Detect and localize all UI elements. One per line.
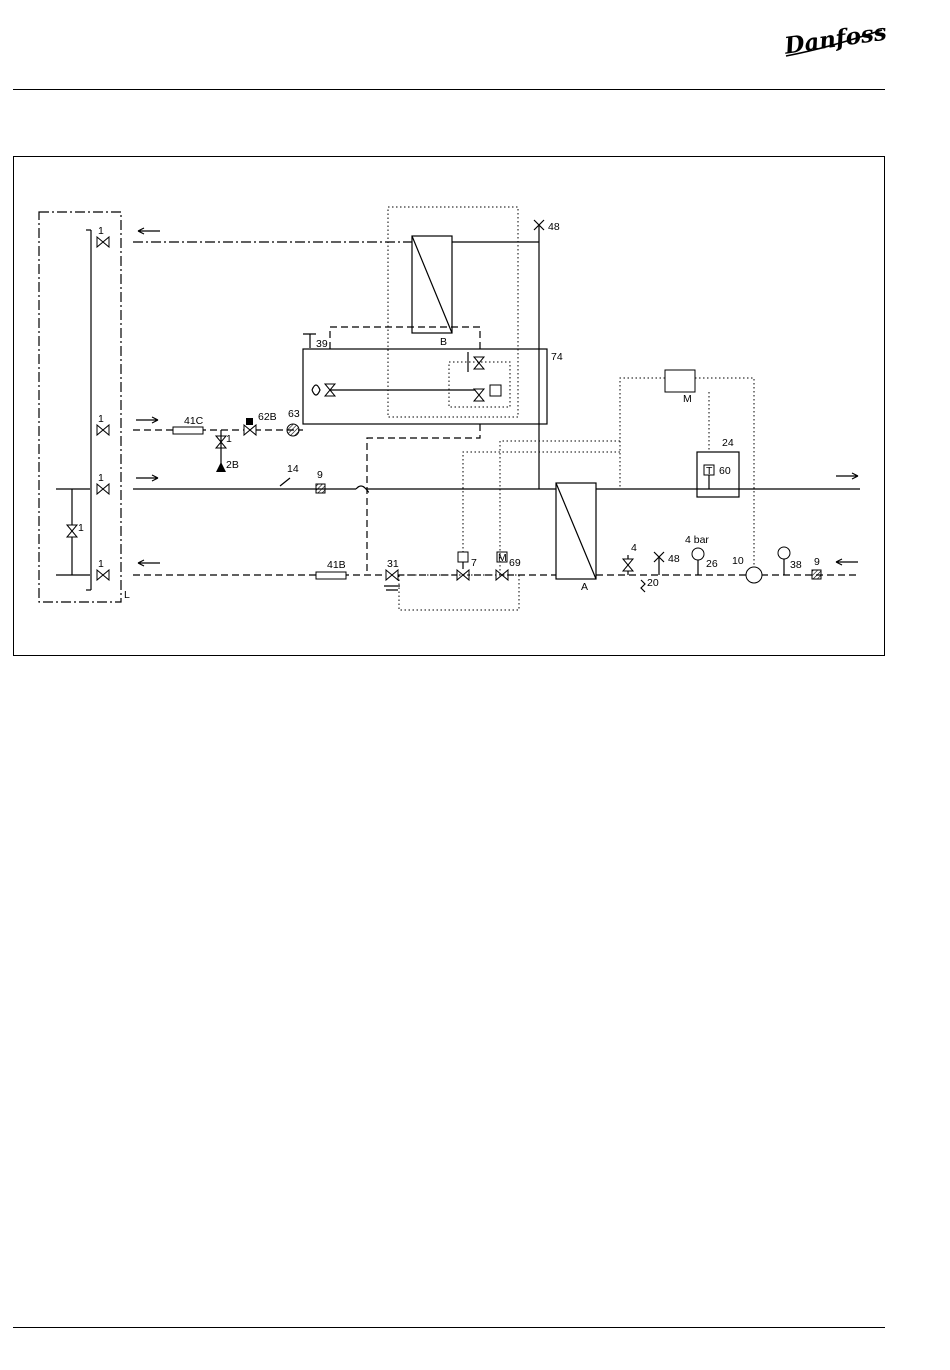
label-valve-1-c: 1 [98, 472, 104, 484]
label-69: 69 [509, 557, 521, 569]
label-74: 74 [551, 351, 563, 363]
label-2b: 2B [226, 459, 239, 471]
label-39: 39 [316, 338, 328, 350]
label-41c: 41C [184, 415, 204, 427]
safety-group: 4 20 48 4 bar 26 10 38 9 [623, 534, 821, 592]
label-valve-1-a: 1 [98, 225, 104, 237]
label-valve-1-b: 1 [98, 413, 104, 425]
label-valve-1-d: 1 [98, 558, 104, 570]
label-48-bottom: 48 [668, 553, 680, 565]
label-m-controller: M [683, 393, 692, 405]
label-b: B [440, 336, 447, 348]
label-14: 14 [287, 463, 299, 475]
label-m-actuator: M [498, 552, 507, 564]
pipe-supply-main: 14 9 [133, 463, 860, 493]
label-valve-1-bypass: 1 [78, 522, 84, 534]
label-41b: 41B [327, 559, 346, 571]
label-4-bar: 4 bar [685, 534, 709, 546]
label-62b: 62B [258, 411, 277, 423]
label-9-supply: 9 [317, 469, 323, 481]
pipe-41c-line: 41C 1 2B 62B 63 [133, 408, 303, 472]
label-26: 26 [706, 558, 718, 570]
flow-arrows [136, 228, 858, 566]
label-a: A [581, 581, 588, 593]
label-l: L [124, 589, 130, 601]
label-10: 10 [732, 555, 744, 567]
building-block-l: 1 L [39, 212, 130, 602]
label-24: 24 [722, 437, 734, 449]
heat-exchanger-a: A [556, 483, 596, 593]
label-60: 60 [719, 465, 731, 477]
label-7: 7 [471, 557, 477, 569]
branch-valves: 1 1 1 1 [97, 225, 109, 580]
label-38: 38 [790, 559, 802, 571]
label-63: 63 [288, 408, 300, 420]
sensor-24-60: 24 T 60 [697, 437, 739, 497]
label-4: 4 [631, 542, 637, 554]
label-9-return: 9 [814, 556, 820, 568]
label-48-top: 48 [548, 221, 560, 233]
dhw-circuit: 39 74 [303, 327, 563, 575]
label-20: 20 [647, 577, 659, 589]
label-valve-1-e: 1 [226, 433, 232, 445]
label-31: 31 [387, 558, 399, 570]
